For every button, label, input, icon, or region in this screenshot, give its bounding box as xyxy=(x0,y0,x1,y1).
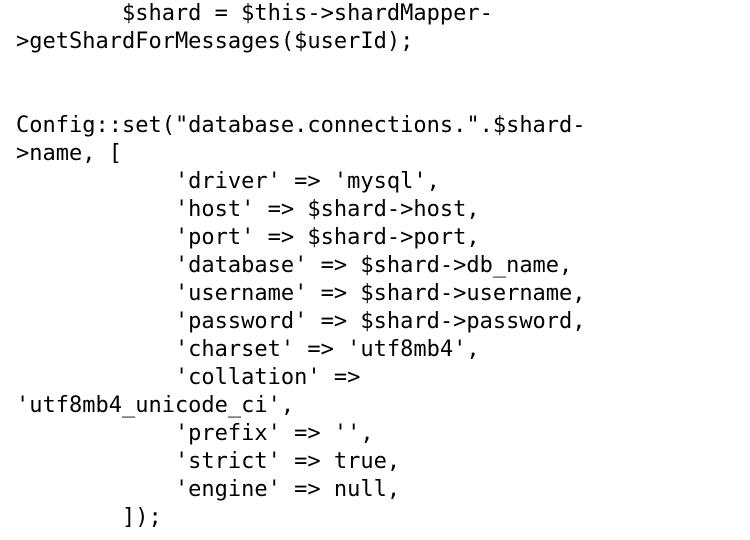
code-line: 'strict' => true, xyxy=(16,449,401,474)
code-line: >name, [ xyxy=(16,141,122,166)
code-line: >getShardForMessages($userId); xyxy=(16,29,414,54)
code-line: Config::set("database.connections.".$sha… xyxy=(16,113,586,138)
code-line: 'database' => $shard->db_name, xyxy=(16,253,573,278)
code-line xyxy=(16,84,586,112)
code-line: 'host' => $shard->host, xyxy=(16,197,480,222)
code-line: 'port' => $shard->port, xyxy=(16,225,480,250)
code-line: 'utf8mb4_unicode_ci', xyxy=(16,393,295,418)
code-line xyxy=(16,56,586,84)
code-line: 'charset' => 'utf8mb4', xyxy=(16,337,480,362)
code-line: 'driver' => 'mysql', xyxy=(16,169,440,194)
code-line: $shard = $this->shardMapper- xyxy=(16,1,493,26)
code-line: 'username' => $shard->username, xyxy=(16,281,586,306)
code-line: ]); xyxy=(16,505,162,530)
code-line: 'collation' => xyxy=(16,365,361,390)
code-line: 'prefix' => '', xyxy=(16,421,374,446)
code-line: 'engine' => null, xyxy=(16,477,401,502)
code-line: 'password' => $shard->password, xyxy=(16,309,586,334)
code-snippet: $shard = $this->shardMapper- >getShardFor… xyxy=(16,0,586,532)
